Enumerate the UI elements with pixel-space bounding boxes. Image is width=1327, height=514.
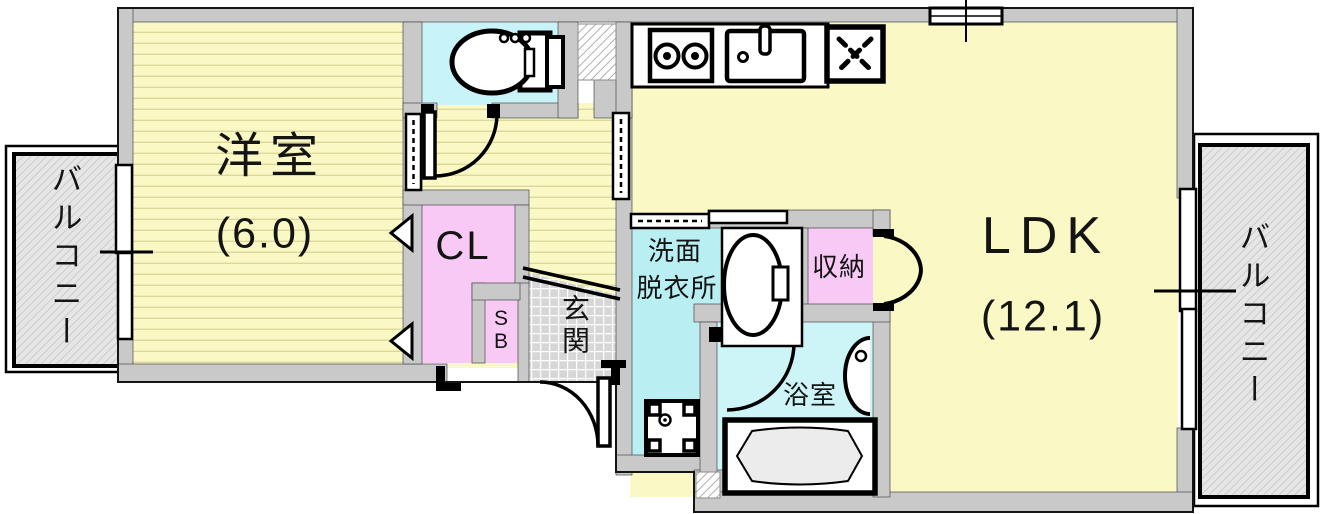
refrigerator-space-icon — [824, 24, 886, 84]
balcony-left-deck — [12, 152, 122, 368]
closet-floor — [422, 205, 515, 283]
walls — [117, 7, 1194, 513]
toilet-door-swing — [434, 114, 499, 178]
entrance-door-swing — [539, 380, 600, 447]
entrance-door-leaf — [596, 376, 612, 448]
western-room-area: (6.0) — [215, 209, 315, 258]
door-jamb — [436, 366, 445, 391]
washroom-label-1: 洗面 — [647, 236, 703, 266]
door-jamb — [873, 229, 894, 237]
bathroom-label: 浴室 — [782, 380, 838, 410]
storage-folding-door — [883, 269, 923, 306]
washing-machine-pan-icon — [644, 399, 700, 457]
shoebox-floor — [485, 300, 518, 363]
balcony-left — [4, 144, 122, 374]
sink-icon — [724, 24, 807, 84]
ldk-label: LDK — [981, 207, 1111, 265]
door-jamb — [487, 104, 500, 118]
storage-floor — [808, 228, 873, 306]
entrance-tile-floor — [529, 273, 618, 382]
closet-floor-lower — [422, 283, 472, 363]
pipe-space-hatch — [577, 23, 617, 81]
kitchen-counter — [630, 22, 830, 89]
bath-shower-icon — [843, 336, 871, 416]
balcony-right-deck — [1198, 143, 1310, 499]
closet-folding-door — [388, 212, 414, 254]
toilet-door-leaf — [422, 110, 437, 180]
corner-shaft-hatch — [695, 471, 721, 499]
washroom-sliding-door-panel — [707, 209, 789, 225]
shoebox-label: SB — [493, 306, 508, 353]
balcony-right-sliding-door — [1178, 187, 1198, 313]
balcony-right — [1192, 132, 1320, 508]
door-jamb — [436, 383, 461, 391]
sliding-doors — [100, 0, 1236, 431]
door-jamb — [873, 303, 894, 311]
washbasin-icon — [720, 226, 804, 348]
balcony-left-label: バルコニー — [46, 163, 82, 353]
balcony-left-sliding-door — [116, 251, 134, 341]
washroom-label-2: 脱衣所 — [636, 273, 718, 303]
door-jamb — [709, 327, 724, 342]
fixtures — [449, 22, 886, 496]
balcony-right-sliding-door — [1180, 307, 1198, 431]
entrance-step-line — [522, 275, 621, 301]
toilet-icon — [449, 28, 565, 96]
door-jamb — [611, 360, 620, 385]
entrance-step-line — [522, 266, 621, 292]
balcony-left-sliding-door — [114, 163, 134, 255]
bathroom-door-swing — [726, 342, 796, 412]
storage-folding-door — [883, 234, 923, 271]
western-room-label: 洋室 — [214, 130, 326, 183]
ldk-area: (12.1) — [980, 292, 1106, 341]
storage-label: 収納 — [811, 252, 867, 282]
closet-folding-door — [388, 320, 414, 362]
closet-label: CL — [435, 224, 491, 268]
entrance-label: 玄関 — [559, 294, 590, 358]
bathtub-icon — [722, 417, 878, 496]
balcony-right-label: バルコニー — [1234, 221, 1270, 411]
stove-icon — [647, 27, 715, 84]
western-room-floor — [133, 22, 403, 364]
